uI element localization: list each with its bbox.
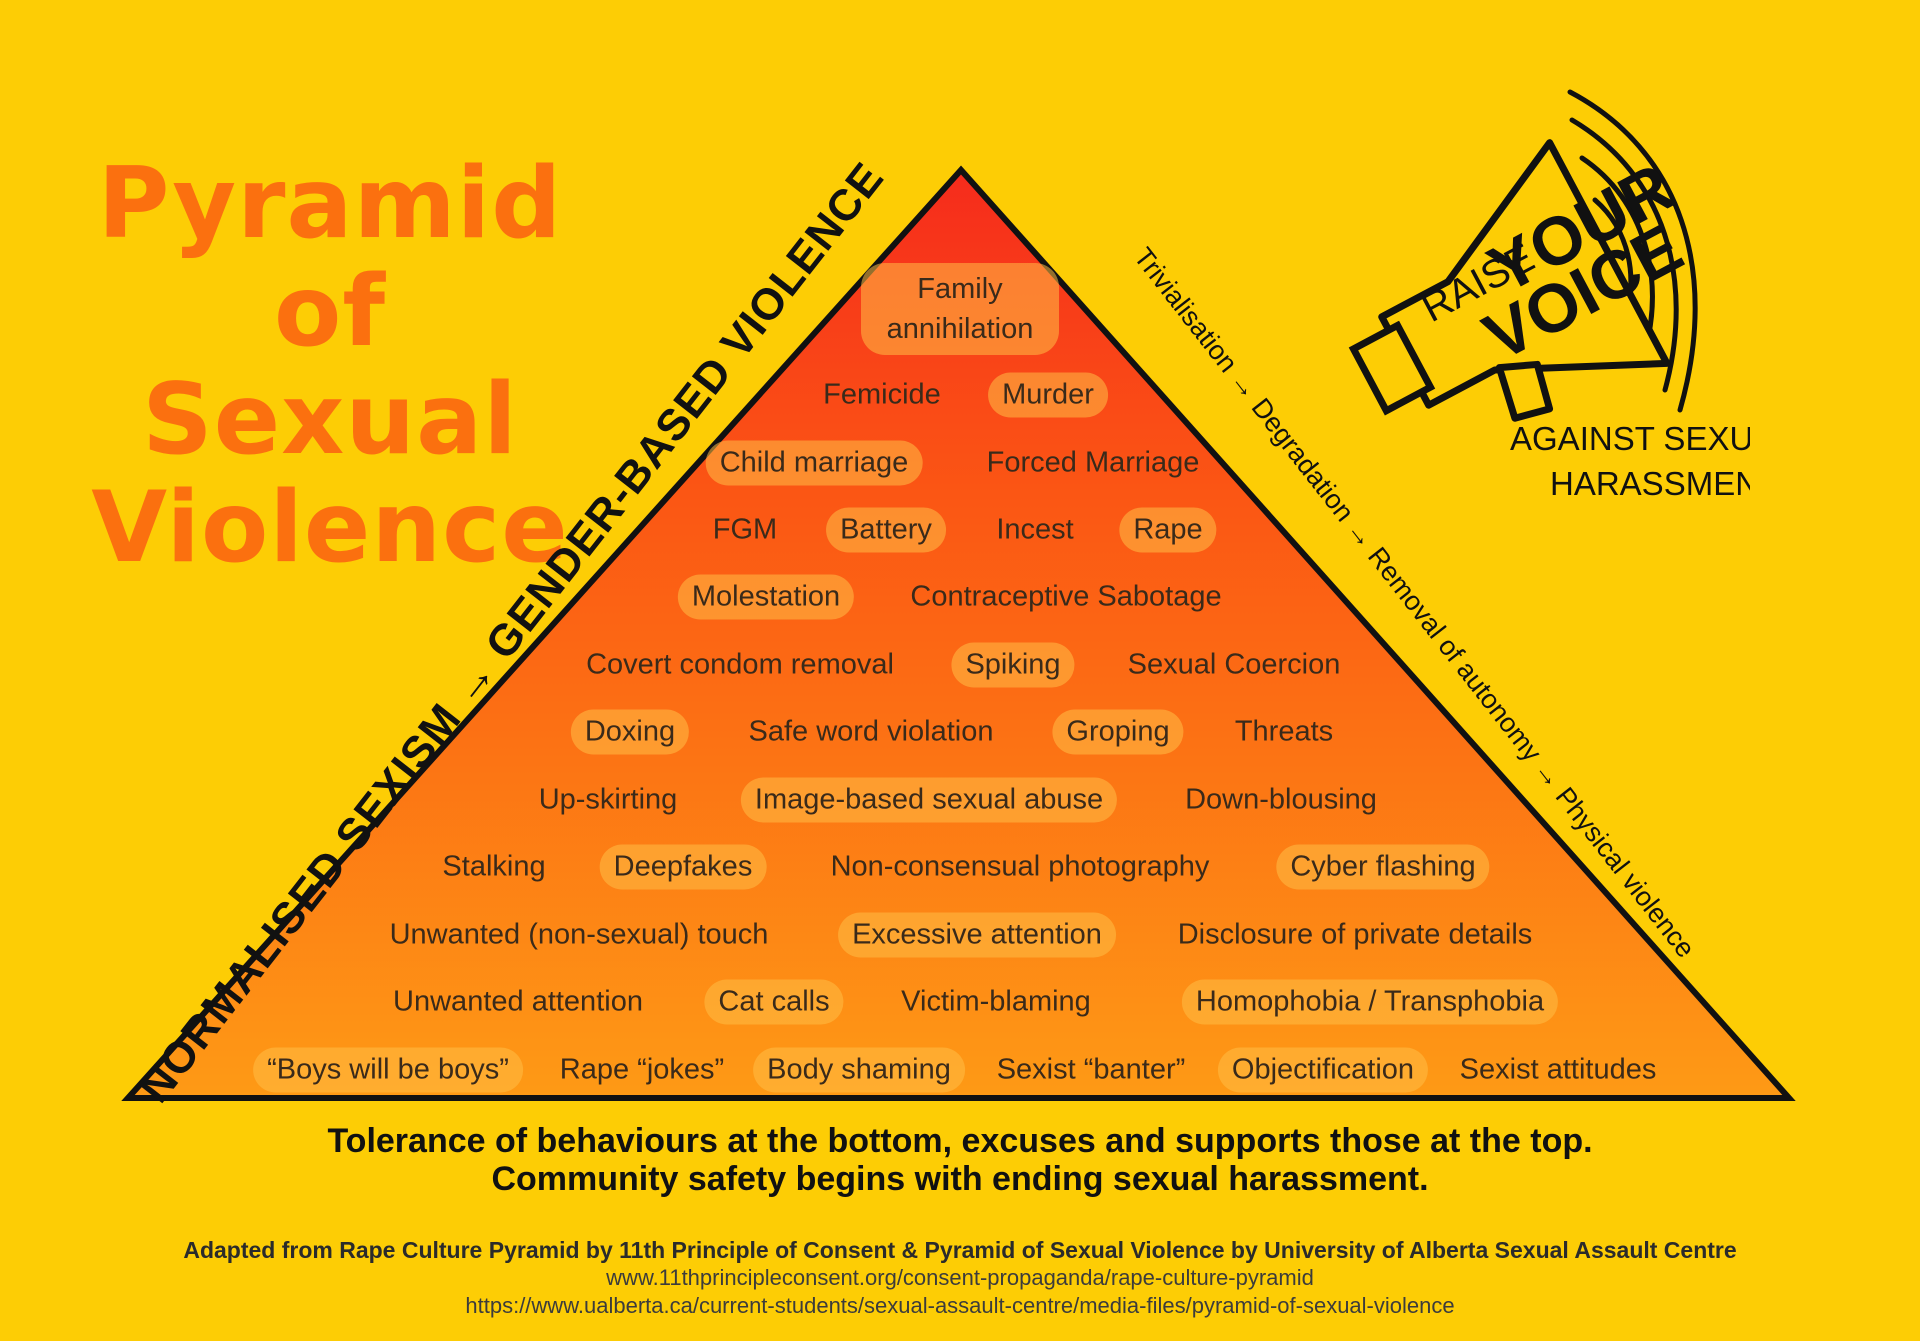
pyramid-item: Stalking [442,850,546,883]
pyramid-item: “Boys will be boys” [253,1047,523,1093]
title-line-2: of Sexual [142,255,518,477]
pyramid-item: Down-blousing [1185,783,1377,816]
pyramid-item: Deepfakes [599,844,767,890]
pyramid-item: Objectification [1217,1047,1429,1093]
pyramid-item: Sexist attitudes [1459,1053,1657,1086]
pyramid-item: Unwanted attention [393,985,643,1018]
title-line-3: Violence [91,471,569,585]
pyramid-item: Murder [988,372,1108,418]
pyramid-item: Battery [826,507,946,553]
pyramid-item: Cyber flashing [1276,844,1490,890]
pyramid-item: Doxing [570,709,690,755]
title-line-1: Pyramid [97,147,563,261]
tagline-line-1: Tolerance of behaviours at the bottom, e… [327,1122,1593,1160]
pyramid-item: Sexist “banter” [996,1053,1186,1086]
raise-your-voice-logo: RAISE YOUR VOICE AGAINST SEXUAL HARASSME… [1348,89,1750,502]
pyramid-item: Excessive attention [838,912,1116,958]
pyramid-item: Forced Marriage [986,446,1200,479]
pyramid-item: Image-based sexual abuse [740,777,1118,823]
pyramid-item: Rape “jokes” [559,1053,725,1086]
pyramid-item: Non-consensual photography [830,850,1210,883]
pyramid-item: Spiking [951,642,1075,688]
credit-url-2[interactable]: https://www.ualberta.ca/current-students… [465,1293,1455,1318]
credit-url-1[interactable]: www.11thprincipleconsent.org/consent-pro… [606,1265,1314,1290]
logo-subtitle-1: AGAINST SEXUAL [1510,420,1750,457]
pyramid-item: Child marriage [705,440,923,486]
pyramid-item: Rape [1119,507,1217,553]
pyramid-item: Femicide [823,378,941,411]
pyramid-item: Family annihilation [861,263,1059,355]
tagline-line-2: Community safety begins with ending sexu… [491,1160,1429,1198]
pyramid-item: Cat calls [704,979,844,1025]
credit-source: Adapted from Rape Culture Pyramid by 11t… [183,1237,1737,1263]
pyramid-item: Sexual Coercion [1127,648,1341,681]
pyramid-item: Body shaming [753,1047,965,1093]
page-title: Pyramid of Sexual Violence [80,150,580,582]
pyramid-item: Threats [1234,715,1334,748]
pyramid-item: Victim-blaming [901,985,1091,1018]
pyramid-item: Incest [996,513,1074,546]
pyramid-item: Unwanted (non-sexual) touch [389,918,769,951]
pyramid-item: Groping [1052,709,1184,755]
pyramid-item: Molestation [677,574,855,620]
pyramid-item: Homophobia / Transphobia [1181,979,1559,1025]
pyramid-item: Covert condom removal [586,648,894,681]
pyramid-item: Safe word violation [748,715,994,748]
pyramid-item: Contraceptive Sabotage [910,580,1222,613]
pyramid-item: FGM [712,513,778,546]
pyramid-item: Disclosure of private details [1177,918,1533,951]
pyramid-item: Up-skirting [538,783,678,816]
